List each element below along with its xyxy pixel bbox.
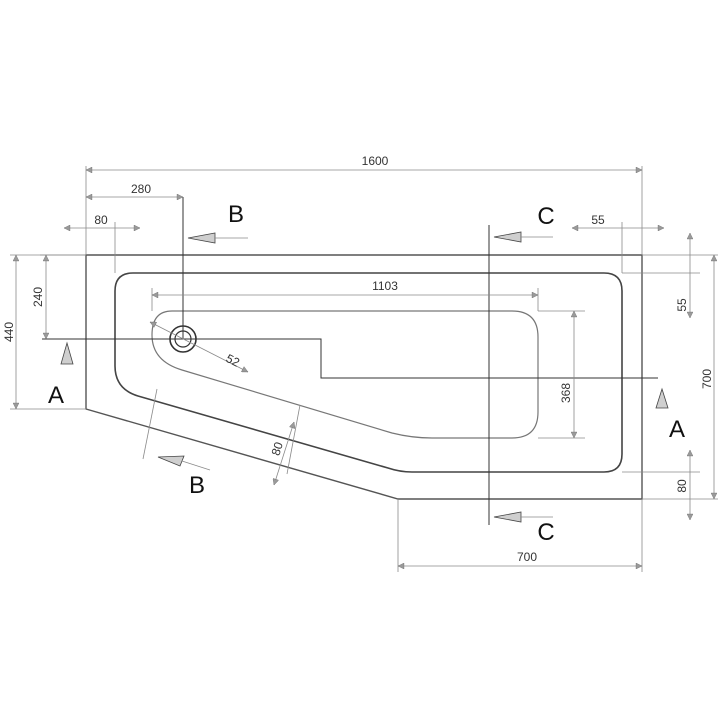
dim-text-80-angled: 80 [268,440,286,457]
dim-text-440: 440 [2,322,16,342]
dim-line-80-angled [274,422,294,485]
dim-text-55-right: 55 [591,213,605,227]
dim-text-368: 368 [559,383,573,403]
section-b-bottom-tail [181,460,211,471]
section-label-b-bottom: B [189,472,205,499]
dim-text-1600: 1600 [362,154,389,168]
dim-text-240: 240 [31,287,45,307]
dim-text-700-bottom: 700 [517,550,537,564]
dim-text-52: 52 [224,351,243,370]
bath-outer-outline [85,254,643,500]
section-c-bottom-arrow [493,511,522,523]
section-label-a-left: A [48,382,64,409]
section-label-c-bottom: C [537,519,554,546]
dim-line-52 [150,321,248,373]
dim-text-80-left: 80 [94,213,108,227]
section-b-bottom-arrow [157,455,185,467]
section-label-b-top: B [228,201,244,228]
section-line-a [42,338,658,379]
section-label-a-right: A [669,416,685,443]
bath-basin [151,310,539,439]
dim-text-1103: 1103 [372,279,398,293]
section-a-left-arrow [60,341,74,365]
dim-text-280: 280 [131,182,151,196]
dim-text-700-right: 700 [700,369,714,389]
extension-lines [10,166,718,572]
bath-inner-rim [114,272,623,473]
section-label-c-top: C [537,203,554,230]
section-b-top-arrow [187,232,216,244]
section-a-right-arrow [655,387,669,409]
section-c-top-arrow [493,231,522,243]
dim-text-55-vert: 55 [675,298,689,312]
dim-text-80-bottom: 80 [675,479,689,493]
